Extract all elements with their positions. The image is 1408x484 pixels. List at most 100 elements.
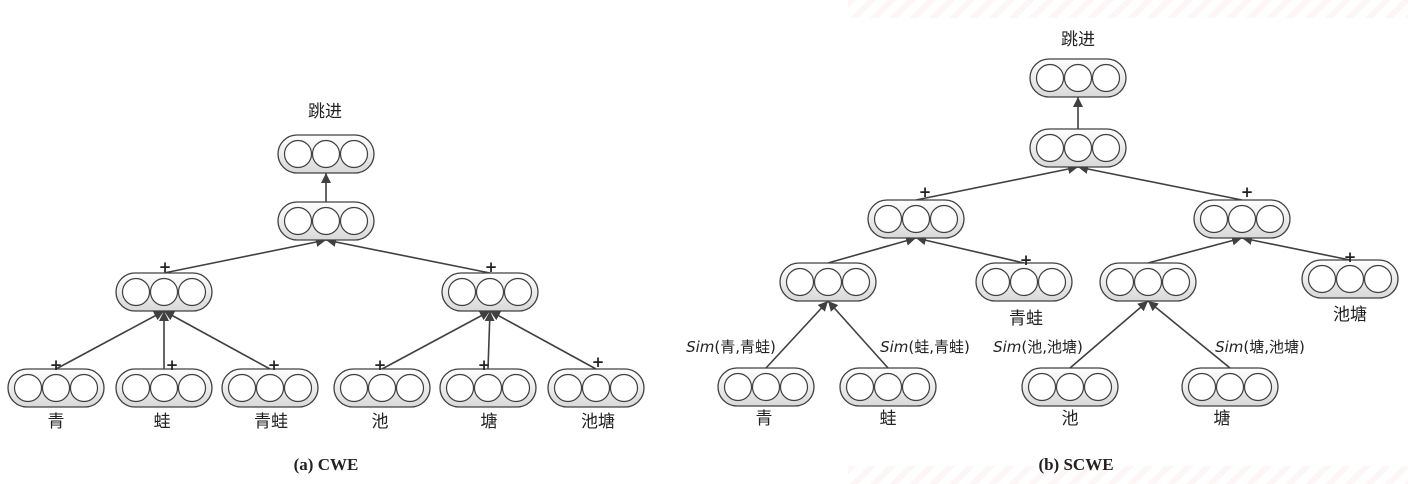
edge-cwe-node-compose-right-to-cwe-node-context bbox=[325, 237, 491, 274]
vector-unit-circle bbox=[149, 373, 179, 403]
scwe-node-qingwa bbox=[975, 262, 1073, 302]
vector-unit-circle bbox=[1091, 133, 1121, 163]
vector-unit-circle bbox=[1187, 372, 1217, 402]
vector-unit-circle bbox=[1255, 204, 1285, 234]
edge-scwe-node-wa-to-scwe-node-char-mix-left bbox=[827, 300, 889, 369]
scwe-output-label: 跳进 bbox=[1061, 30, 1095, 50]
scwe-node-compose-right bbox=[1193, 199, 1291, 239]
cwe-node-compose-left bbox=[115, 272, 213, 312]
vector-unit-circle bbox=[779, 372, 809, 402]
vector-unit-circle bbox=[367, 373, 397, 403]
scwe-plus-chitang: + bbox=[1344, 248, 1357, 266]
vector-unit-circle bbox=[751, 372, 781, 402]
vector-unit-circle bbox=[845, 372, 875, 402]
cwe-label-chitang: 池塘 bbox=[581, 412, 615, 432]
cwe-label-chi: 池 bbox=[372, 412, 389, 432]
vector-unit-circle bbox=[311, 206, 341, 236]
vector-unit-circle bbox=[311, 139, 341, 169]
vector-unit-circle bbox=[723, 372, 753, 402]
vector-unit-circle bbox=[339, 373, 369, 403]
vector-unit-circle bbox=[873, 204, 903, 234]
cwe-node-chi bbox=[333, 368, 431, 408]
scwe-node-char-mix-left bbox=[779, 262, 877, 302]
sim-keyword: Sim bbox=[1215, 338, 1243, 356]
cwe-label-tang: 塘 bbox=[481, 412, 498, 432]
vector-unit-circle bbox=[1063, 63, 1093, 93]
scwe-node-char-mix-right bbox=[1099, 262, 1197, 302]
edge-cwe-node-chi-to-cwe-node-compose-right bbox=[381, 310, 491, 370]
vector-unit-circle bbox=[1199, 204, 1229, 234]
scwe-node-context bbox=[1029, 128, 1127, 168]
cwe-plus-qing: + bbox=[50, 356, 63, 374]
cwe-output-label: 跳进 bbox=[308, 102, 342, 122]
vector-unit-circle bbox=[841, 267, 871, 297]
cwe-plus-chi: + bbox=[374, 356, 387, 374]
vector-unit-circle bbox=[609, 373, 639, 403]
vector-unit-circle bbox=[475, 277, 505, 307]
sim-args-chi: (池,池塘) bbox=[1021, 338, 1082, 356]
sim-args-wa: (蛙,青蛙) bbox=[908, 338, 969, 356]
vector-unit-circle bbox=[1009, 267, 1039, 297]
cwe-plus-wa: + bbox=[166, 356, 179, 374]
sim-args-qing: (青,青蛙) bbox=[714, 338, 775, 356]
scwe-label-chi: 池 bbox=[1062, 409, 1079, 429]
vector-unit-circle bbox=[1307, 264, 1337, 294]
sim-keyword: Sim bbox=[993, 338, 1021, 356]
vector-unit-circle bbox=[1161, 267, 1191, 297]
scwe-caption: (b) SCWE bbox=[1038, 455, 1113, 474]
scwe-plus-l2-right: + bbox=[1241, 183, 1254, 201]
vector-unit-circle bbox=[447, 277, 477, 307]
vector-unit-circle bbox=[339, 206, 369, 236]
cwe-node-qing bbox=[7, 368, 105, 408]
cwe-node-compose-right bbox=[441, 272, 539, 312]
vector-unit-circle bbox=[901, 204, 931, 234]
vector-unit-circle bbox=[177, 373, 207, 403]
scwe-sim-wa: Sim(蛙,青蛙) bbox=[880, 338, 970, 356]
scwe-node-chi bbox=[1021, 367, 1119, 407]
scwe-label-wa: 蛙 bbox=[880, 409, 897, 429]
vector-unit-circle bbox=[395, 373, 425, 403]
vector-unit-circle bbox=[1363, 264, 1393, 294]
edge-scwe-node-qingwa-to-scwe-node-compose-left bbox=[915, 235, 1025, 264]
cwe-plus-l2-right: + bbox=[485, 258, 498, 276]
vector-unit-circle bbox=[1227, 204, 1257, 234]
vector-unit-circle bbox=[981, 267, 1011, 297]
scwe-node-chitang bbox=[1301, 259, 1399, 299]
scwe-label-qingwa: 青蛙 bbox=[1009, 309, 1043, 329]
vector-unit-circle bbox=[501, 373, 531, 403]
cwe-plus-tang: + bbox=[478, 356, 491, 374]
vector-unit-circle bbox=[283, 139, 313, 169]
nodes-layer bbox=[7, 58, 1399, 408]
cwe-node-wa bbox=[115, 368, 213, 408]
edge-scwe-node-char-mix-right-to-scwe-node-compose-right bbox=[1147, 235, 1243, 264]
vector-unit-circle bbox=[13, 373, 43, 403]
scwe-label-chitang: 池塘 bbox=[1333, 305, 1367, 325]
vector-unit-circle bbox=[785, 267, 815, 297]
vector-unit-circle bbox=[873, 372, 903, 402]
vector-unit-circle bbox=[1037, 267, 1067, 297]
vector-unit-circle bbox=[177, 277, 207, 307]
vector-unit-circle bbox=[227, 373, 257, 403]
edge-cwe-node-tang-to-cwe-node-compose-right bbox=[484, 310, 495, 370]
scwe-plus-l2-left: + bbox=[919, 183, 932, 201]
vector-unit-circle bbox=[1215, 372, 1245, 402]
vector-unit-circle bbox=[553, 373, 583, 403]
vector-unit-circle bbox=[1035, 63, 1065, 93]
scwe-plus-qingwa: + bbox=[1020, 251, 1033, 269]
edge-scwe-node-tang-to-scwe-node-char-mix-right bbox=[1147, 300, 1231, 369]
edge-scwe-node-compose-left-to-scwe-node-context bbox=[915, 164, 1079, 201]
vector-unit-circle bbox=[929, 204, 959, 234]
watermark-band-bottom bbox=[848, 466, 1408, 484]
sim-keyword: Sim bbox=[880, 338, 908, 356]
cwe-label-qing: 青 bbox=[48, 412, 65, 432]
vector-unit-circle bbox=[69, 373, 99, 403]
scwe-node-qing bbox=[717, 367, 815, 407]
cwe-node-chitang bbox=[547, 368, 645, 408]
edges-layer bbox=[55, 97, 1351, 370]
vector-unit-circle bbox=[283, 206, 313, 236]
scwe-node-output bbox=[1029, 58, 1127, 98]
cwe-label-qingwa: 青蛙 bbox=[254, 412, 288, 432]
scwe-sim-chi: Sim(池,池塘) bbox=[993, 338, 1083, 356]
sim-args-tang: (塘,池塘) bbox=[1243, 338, 1304, 356]
watermark-band-top bbox=[848, 0, 1408, 18]
